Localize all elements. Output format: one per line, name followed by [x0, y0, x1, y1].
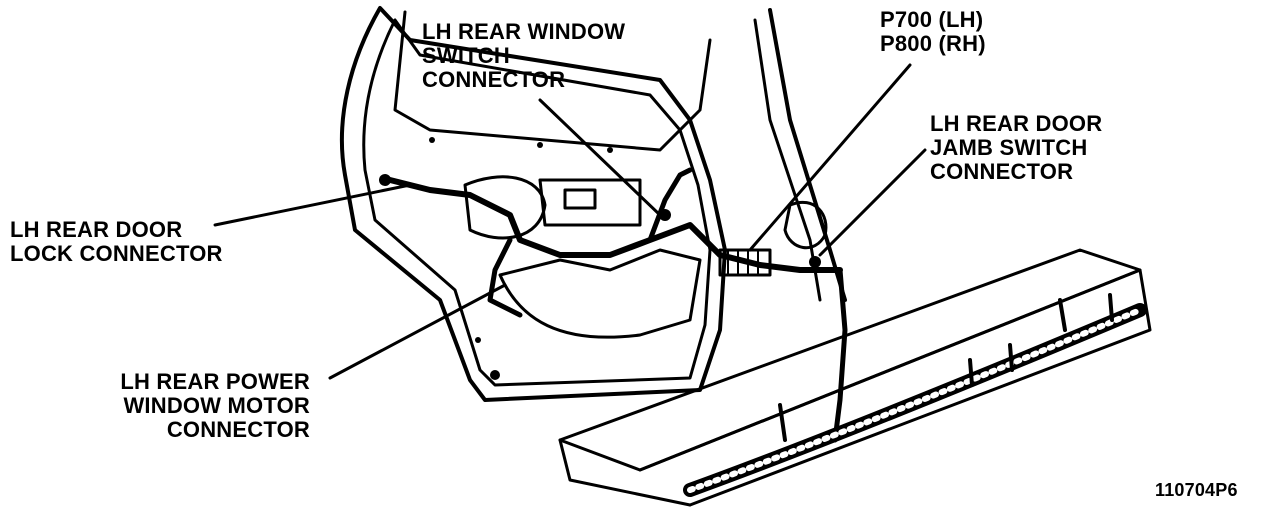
- leader-jamb-switch: [818, 148, 927, 257]
- harness-main: [387, 177, 843, 273]
- rocker-sill-top: [558, 248, 1142, 472]
- callout-line: P700 (LH): [880, 7, 984, 32]
- harness-grommet: [718, 248, 772, 277]
- harness-drop: [832, 267, 848, 443]
- rocker-sill-bottom: [558, 438, 692, 507]
- callout-line: WINDOW MOTOR: [123, 393, 310, 418]
- callout-line: LH REAR POWER: [120, 369, 310, 394]
- leader-door-lock: [213, 183, 412, 227]
- callout-lh-rear-window-switch-connector: LH REAR WINDOW SWITCH CONNECTOR: [422, 20, 625, 92]
- harness-branch-up: [647, 167, 693, 243]
- b-pillar: [768, 8, 847, 302]
- rocker-sill-face: [638, 268, 1152, 507]
- leader-window-switch: [538, 98, 662, 217]
- b-pillar-inner: [753, 18, 822, 302]
- leader-motor: [328, 283, 507, 380]
- panel-opening-2: [538, 178, 642, 227]
- callout-p700-p800: P700 (LH) P800 (RH): [880, 8, 986, 56]
- callout-line: CONNECTOR: [422, 67, 566, 92]
- callout-lh-rear-door-jamb-switch-connector: LH REAR DOOR JAMB SWITCH CONNECTOR: [930, 112, 1102, 184]
- door-frame-inner: [362, 18, 712, 387]
- door-frame-outline: [339, 6, 727, 402]
- callout-line: LH REAR DOOR: [10, 217, 183, 242]
- sill-clip: [778, 293, 1114, 442]
- callout-line: LH REAR DOOR: [930, 111, 1103, 136]
- callout-line: SWITCH: [422, 43, 510, 68]
- callout-line: CONNECTOR: [930, 159, 1074, 184]
- figure-number: 110704P6: [1155, 480, 1238, 500]
- panel-opening-3: [498, 248, 702, 339]
- window-frame: [393, 10, 712, 152]
- callout-line: JAMB SWITCH: [930, 135, 1088, 160]
- callout-line: LOCK CONNECTOR: [10, 241, 223, 266]
- callout-line: P800 (RH): [880, 31, 986, 56]
- callout-line: CONNECTOR: [166, 417, 310, 442]
- pillar-cutout: [783, 200, 828, 250]
- harness-branch-lower: [487, 237, 523, 318]
- panel-opening-1: [463, 175, 547, 240]
- callout-lh-rear-power-window-motor-connector: LH REAR POWER WINDOW MOTOR CONNECTOR: [60, 370, 310, 442]
- leader-p700: [748, 63, 912, 252]
- latch-plate: [563, 188, 597, 210]
- callout-line: LH REAR WINDOW: [422, 19, 626, 44]
- callout-lh-rear-door-lock-connector: LH REAR DOOR LOCK CONNECTOR: [10, 218, 223, 266]
